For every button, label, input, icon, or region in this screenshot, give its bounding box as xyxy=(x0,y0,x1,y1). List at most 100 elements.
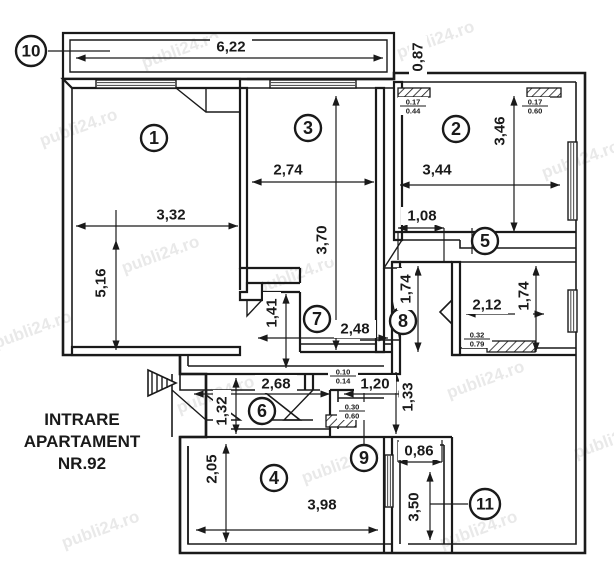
dim-1-32-backing xyxy=(213,390,231,432)
room-1-marker: 1 xyxy=(139,123,169,153)
frac-d-numerator: 0.10 xyxy=(336,368,351,377)
dim-6-22-backing xyxy=(210,38,252,56)
dim-3-50-backing xyxy=(405,486,423,528)
room-7-label: 7 xyxy=(312,309,322,329)
dim-2-05: 2,05 xyxy=(204,454,221,483)
window-room5 xyxy=(567,289,578,333)
dim-2-05-backing xyxy=(203,448,221,490)
room-5-label: 5 xyxy=(480,231,490,251)
hatch-block-c xyxy=(486,340,536,353)
entrance-label: INTRARE APARTAMENT NR.92 xyxy=(24,410,141,473)
entrance-arrow xyxy=(147,368,178,398)
window-room1 xyxy=(95,79,177,89)
room-11-marker: 11 xyxy=(468,487,502,521)
room-9-label: 9 xyxy=(359,448,369,468)
frac-a-denominator: 0.44 xyxy=(406,107,421,116)
room-4-label: 4 xyxy=(269,468,279,488)
dim-3-46: 3,46 xyxy=(492,116,509,145)
room-6-label: 6 xyxy=(257,401,267,421)
room-8-label: 8 xyxy=(398,311,408,331)
opening-fraction-labels-layer: 0.170.440.170.600.320.790.100.140.300.60 xyxy=(328,97,550,421)
dim-2-68-backing xyxy=(255,375,297,393)
dim-5-16: 5,16 xyxy=(93,268,110,297)
hatch-block-a xyxy=(397,87,431,98)
frac-a-numerator: 0.17 xyxy=(406,98,421,107)
dim-1-74-right-backing xyxy=(515,275,533,317)
dim-1-41: 1,41 xyxy=(264,298,281,327)
room-10-label: 10 xyxy=(22,42,41,61)
dim-1-32: 1,32 xyxy=(214,396,231,425)
dim-2-74: 2,74 xyxy=(273,162,303,179)
frac-e-numerator: 0.30 xyxy=(345,403,360,412)
room-7-marker: 7 xyxy=(302,304,332,334)
dim-1-74-right: 1,74 xyxy=(516,281,533,311)
dim-2-68: 2,68 xyxy=(261,376,290,393)
room-3-label: 3 xyxy=(303,118,313,138)
dim-0-86-backing xyxy=(398,442,440,460)
frac-b: 0.170.60 xyxy=(520,97,550,116)
room-5-marker: 5 xyxy=(470,226,500,256)
frac-d: 0.100.14 xyxy=(328,367,358,386)
dim-0-86: 0,86 xyxy=(404,443,433,460)
frac-b-denominator: 0.60 xyxy=(528,107,543,116)
dim-2-48-backing xyxy=(334,320,376,338)
dim-3-44-backing xyxy=(416,161,458,179)
dim-3-50: 3,50 xyxy=(406,492,423,521)
dim-1-20: 1,20 xyxy=(360,376,389,393)
frac-c-numerator: 0.32 xyxy=(470,331,485,340)
hatch-block-b xyxy=(526,87,562,98)
dim-3-46-backing xyxy=(491,110,509,152)
dim-1-33-backing xyxy=(399,376,417,418)
window-room3 xyxy=(269,79,357,89)
dimension-labels-layer: 6,22 0,87 3,32 5,16 2,74 3,70 3,44 3,46 1,08 2,12… xyxy=(92,36,533,528)
frac-d-denominator: 0.14 xyxy=(336,377,351,386)
dim-3-70-backing xyxy=(313,219,331,261)
dim-1-33: 1,33 xyxy=(400,382,417,411)
dim-1-20-backing xyxy=(354,375,396,393)
dim-3-32: 3,32 xyxy=(156,207,185,224)
room-8-marker: 8 xyxy=(388,306,418,336)
room-markers-layer: 1 2 3 4 5 6 7 8 9 10 11 xyxy=(14,34,502,521)
dim-5-16-backing xyxy=(92,262,110,304)
dim-1-08-backing xyxy=(401,207,443,225)
room-1-label: 1 xyxy=(149,128,159,148)
windows-layer xyxy=(95,79,578,508)
dim-3-98: 3,98 xyxy=(307,497,336,514)
entrance-label-line-1: INTRARE xyxy=(44,410,120,429)
door-leaders-layer xyxy=(171,87,403,421)
dim-2-12-backing xyxy=(466,296,508,314)
dim-2-48: 2,48 xyxy=(340,321,369,338)
room-9-marker: 9 xyxy=(349,443,379,473)
dim-2-74-backing xyxy=(267,161,309,179)
frac-c: 0.320.79 xyxy=(462,330,492,349)
dim-6-22: 6,22 xyxy=(216,39,245,56)
frac-e-denominator: 0.60 xyxy=(345,412,360,421)
entrance-label-line-3: NR.92 xyxy=(58,454,106,473)
dim-3-98-backing xyxy=(301,496,343,514)
frac-e: 0.300.60 xyxy=(337,402,367,421)
entrance-label-line-2: APARTAMENT xyxy=(24,432,141,451)
dim-3-32-backing xyxy=(150,206,192,224)
frac-c-denominator: 0.79 xyxy=(470,340,485,349)
dim-1-74-left-backing xyxy=(397,268,415,310)
room-4-marker: 4 xyxy=(259,463,289,493)
room-2-marker: 2 xyxy=(441,114,471,144)
dim-2-12: 2,12 xyxy=(472,297,501,314)
dim-1-41-backing xyxy=(263,292,281,334)
dim-3-70: 3,70 xyxy=(314,225,331,254)
room-10-marker: 10 xyxy=(14,34,48,68)
frac-a: 0.170.44 xyxy=(398,97,428,116)
dim-1-08: 1,08 xyxy=(407,208,436,225)
dim-0-87-backing xyxy=(409,36,427,78)
dim-0-87: 0,87 xyxy=(410,42,427,71)
room-6-marker: 6 xyxy=(247,396,277,426)
room-11-label: 11 xyxy=(476,495,494,514)
dim-3-44: 3,44 xyxy=(422,162,452,179)
window-room2 xyxy=(567,141,578,221)
dim-1-74-left: 1,74 xyxy=(398,274,415,304)
window-room4 xyxy=(384,454,394,508)
room-2-label: 2 xyxy=(451,119,461,139)
room-3-marker: 3 xyxy=(293,113,323,143)
frac-b-numerator: 0.17 xyxy=(528,98,543,107)
